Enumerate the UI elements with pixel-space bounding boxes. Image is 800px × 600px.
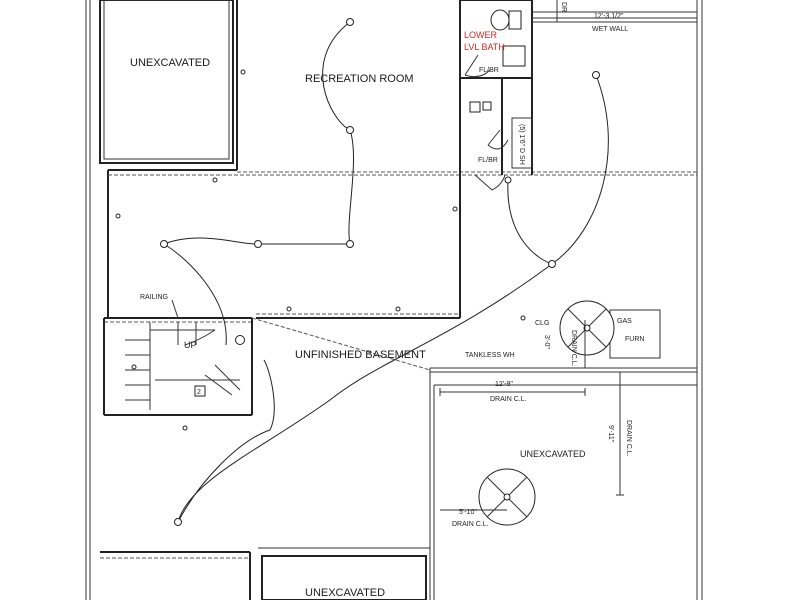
ceiling-light-icon bbox=[504, 176, 512, 184]
step-number-label: 2 bbox=[197, 389, 201, 396]
outlet-icon bbox=[212, 177, 218, 183]
railing-label: RAILING bbox=[140, 294, 168, 301]
floor-drain-lower-icon bbox=[478, 468, 536, 526]
outlet-icon bbox=[240, 69, 246, 75]
dr-top-label: DR bbox=[560, 2, 567, 12]
staircase bbox=[103, 299, 253, 416]
ceiling-light-icon bbox=[346, 18, 354, 26]
up-label: UP bbox=[184, 340, 197, 350]
unfinished-basement-label: UNFINISHED BASEMENT bbox=[295, 349, 426, 361]
unexcavated-top-left-label: UNEXCAVATED bbox=[130, 57, 210, 69]
exterior-walls bbox=[85, 0, 703, 600]
outlet-icon bbox=[395, 306, 401, 312]
unexcavated-top-left-area bbox=[99, 0, 234, 164]
tankless-wh-label: TANKLESS WH bbox=[465, 352, 515, 359]
light-fixtures bbox=[115, 18, 600, 526]
ceiling-light-icon bbox=[254, 240, 262, 248]
outlet-icon bbox=[452, 206, 458, 212]
drain-cl-2-dimension: 9'-11" bbox=[607, 425, 614, 443]
drain-cl-2-label: DRAIN C.L. bbox=[625, 420, 632, 457]
outlet-icon bbox=[182, 425, 188, 431]
fl-br-top-label: FL/BR bbox=[479, 67, 499, 74]
fl-br-bottom-label: FL/BR bbox=[478, 157, 498, 164]
lower-bath bbox=[459, 0, 697, 191]
recreation-room-walls bbox=[107, 0, 697, 319]
floor-drain-upper-icon bbox=[559, 300, 615, 356]
lower-bath-label-line1: LOWER bbox=[464, 30, 498, 40]
bottom-walls bbox=[100, 547, 430, 600]
drain-cl-4-label: DRAIN C.L. bbox=[452, 521, 489, 528]
dimension-lines bbox=[439, 11, 697, 511]
ceiling-light-icon bbox=[160, 240, 168, 248]
ceiling-light-icon bbox=[592, 71, 600, 79]
ceiling-light-icon bbox=[174, 518, 182, 526]
lower-bath-label-line2: LVL BATH bbox=[464, 42, 505, 52]
wet-wall-label: WET WALL bbox=[592, 26, 628, 33]
clg-label: CLG bbox=[535, 320, 549, 327]
recreation-room-label: RECREATION ROOM bbox=[305, 73, 414, 85]
drain-cl-3-label: DRAIN C.L. bbox=[570, 330, 577, 367]
drain-cl-3-dimension: 3'-0" bbox=[543, 335, 550, 349]
toilet-icon bbox=[490, 9, 510, 31]
furn-label: FURN bbox=[625, 336, 644, 343]
outlet-icon bbox=[115, 213, 121, 219]
outlet-icon bbox=[520, 315, 526, 321]
outlet-icon bbox=[131, 364, 137, 370]
wet-wall-dimension: 12'-3 1/2" bbox=[594, 13, 624, 20]
ceiling-light-icon bbox=[346, 126, 354, 134]
ceiling-light-icon bbox=[235, 335, 245, 345]
unexcavated-right-label: UNEXCAVATED bbox=[520, 449, 586, 459]
gas-label: GAS bbox=[617, 318, 632, 325]
unexcavated-bottom-label: UNEXCAVATED bbox=[305, 587, 385, 599]
mechanical-and-unexcavated-walls bbox=[251, 309, 697, 600]
shelves-label: (5) 1'6" D SH bbox=[518, 124, 525, 165]
ceiling-light-icon bbox=[346, 240, 354, 248]
drain-cl-1-label: DRAIN C.L. bbox=[490, 396, 527, 403]
wiring-runs bbox=[163, 21, 609, 523]
ceiling-light-icon bbox=[548, 260, 556, 268]
outlet-icon bbox=[286, 306, 292, 312]
drain-cl-1-dimension: 12'-9" bbox=[495, 381, 513, 388]
drain-cl-4-dimension: 5'-10" bbox=[459, 509, 477, 516]
